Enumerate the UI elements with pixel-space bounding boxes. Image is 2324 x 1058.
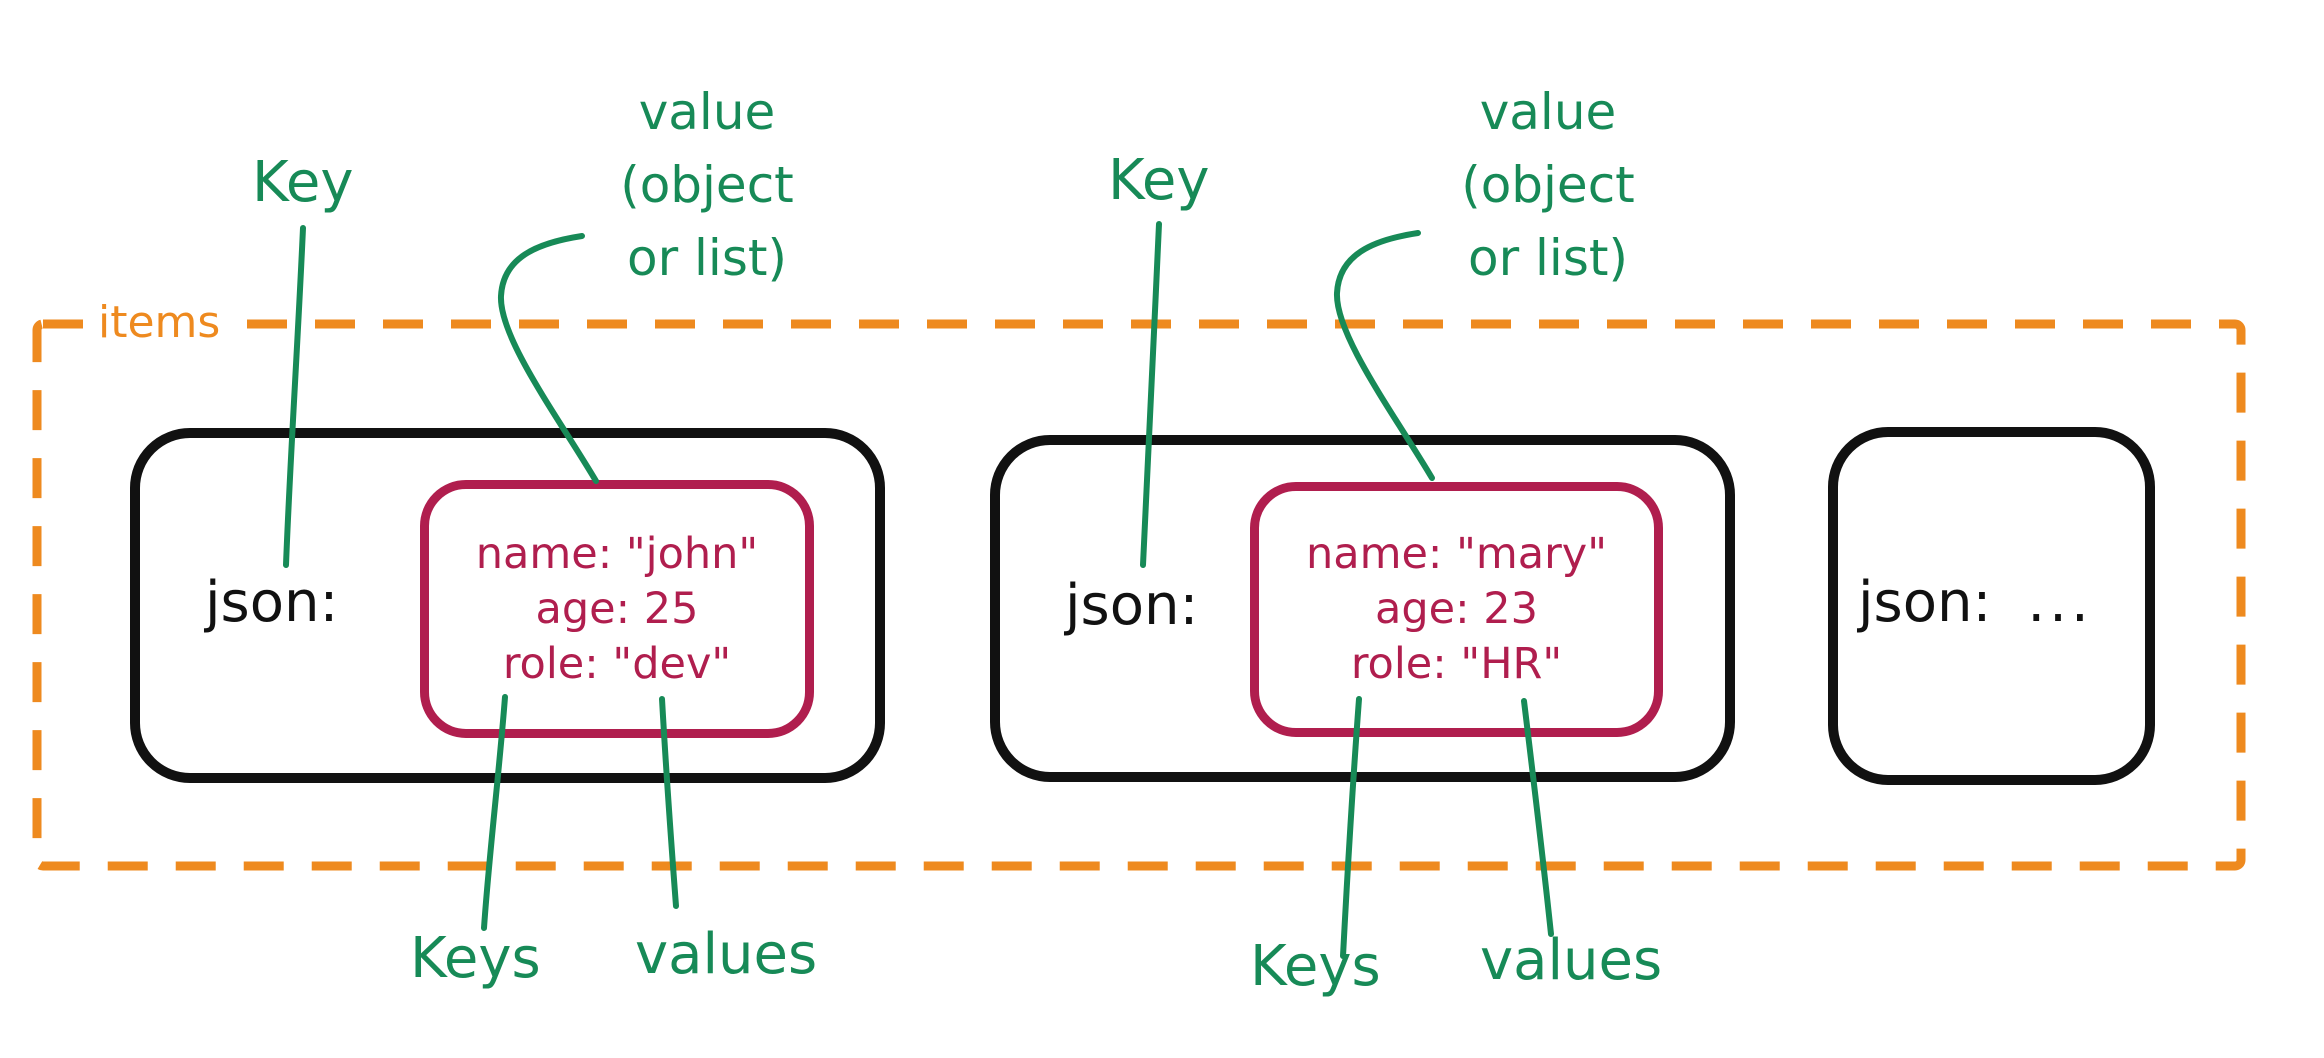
object-value-lines-1: name: "john" age: 25 role: "dev"	[475, 528, 759, 689]
items-frame-label: items	[90, 297, 229, 348]
value-annotation-2: value (object or list)	[1461, 83, 1635, 287]
object-value-box-1: name: "john" age: 25 role: "dev"	[420, 480, 814, 738]
ellipsis-text: ...	[2027, 570, 2093, 635]
keys-annotation-1: Keys	[410, 926, 541, 991]
key-annotation-2: Key	[1108, 148, 1210, 213]
keys-annotation-2: Keys	[1250, 934, 1381, 999]
json-key-text: json:	[1858, 570, 1992, 635]
json-key-label-2: json:	[1065, 573, 1199, 638]
values-annotation-1: values	[635, 922, 818, 987]
value-annotation-1: value (object or list)	[620, 83, 794, 287]
json-key-label-1: json:	[205, 570, 339, 635]
object-value-box-2: name: "mary" age: 23 role: "HR"	[1250, 482, 1663, 737]
key-annotation-1: Key	[252, 150, 354, 215]
object-value-lines-2: name: "mary" age: 23 role: "HR"	[1305, 529, 1608, 689]
values-annotation-2: values	[1480, 928, 1663, 993]
json-key-label-3: json:...	[1858, 570, 2093, 635]
